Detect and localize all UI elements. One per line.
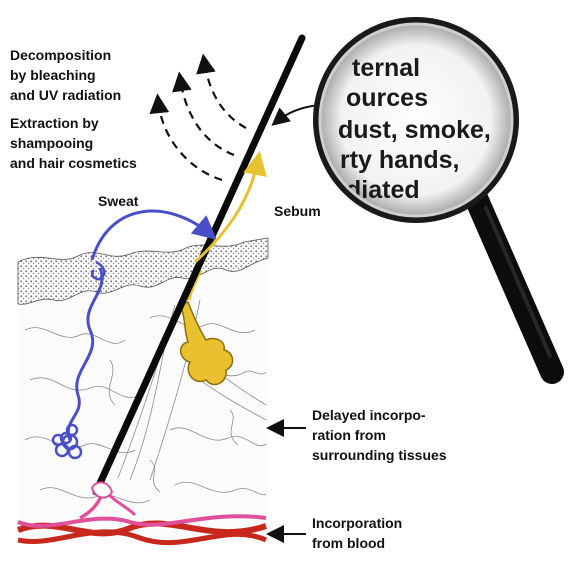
label-blood-line-2: from blood bbox=[312, 535, 385, 551]
lens-line-3: dust, smoke, bbox=[338, 116, 491, 144]
label-extraction-line-3: and hair cosmetics bbox=[10, 155, 137, 171]
label-delayed-incorporation: Delayed incorpo- ration from surrounding… bbox=[312, 407, 447, 463]
label-decomposition-line-1: Decomposition bbox=[10, 47, 111, 63]
label-delayed-line-3: surrounding tissues bbox=[312, 447, 447, 463]
label-sebum: Sebum bbox=[274, 203, 321, 219]
label-decomposition: Decomposition by bleaching and UV radiat… bbox=[10, 47, 121, 103]
label-blood-incorporation: Incorporation from blood bbox=[312, 515, 402, 551]
label-blood-line-1: Incorporation bbox=[312, 515, 402, 531]
label-delayed-line-1: Delayed incorpo- bbox=[312, 407, 426, 423]
lens-line-2: ources bbox=[346, 84, 428, 112]
label-decomposition-line-2: by bleaching bbox=[10, 67, 96, 83]
label-decomposition-line-3: and UV radiation bbox=[10, 87, 121, 103]
label-delayed-line-2: ration from bbox=[312, 427, 386, 443]
lens-line-4: rty hands, bbox=[340, 146, 459, 174]
label-extraction-line-2: shampooing bbox=[10, 135, 93, 151]
magnifying-glass-icon: ternal ources dust, smoke, rty hands, di… bbox=[313, 17, 552, 372]
lens-line-1: ternal bbox=[352, 54, 420, 82]
label-extraction: Extraction by shampooing and hair cosmet… bbox=[10, 115, 137, 171]
label-extraction-line-1: Extraction by bbox=[10, 115, 99, 131]
label-sweat: Sweat bbox=[98, 193, 139, 209]
external-decomposition-arcs bbox=[158, 60, 246, 180]
